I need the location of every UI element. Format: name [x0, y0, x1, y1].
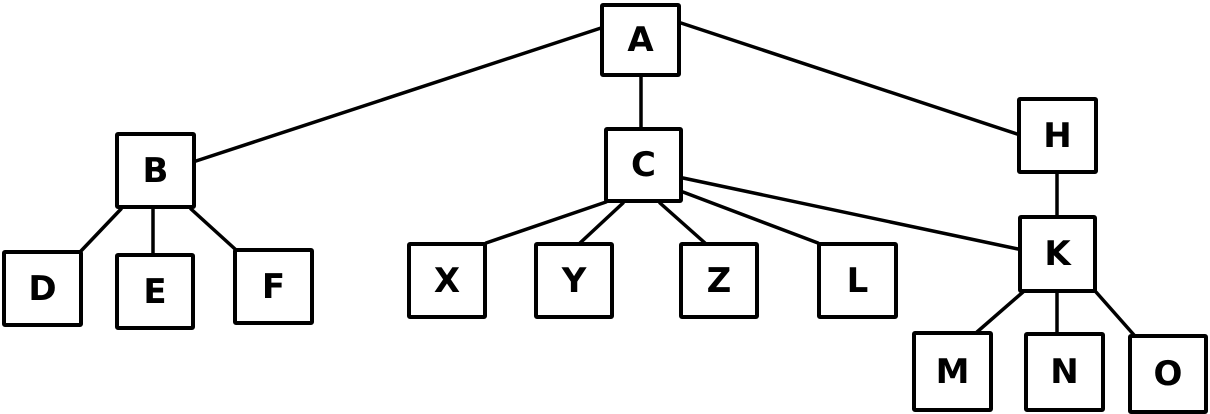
- node-C: C: [604, 127, 683, 203]
- node-label-H: H: [1043, 115, 1072, 156]
- edge-C-L: [681, 190, 820, 245]
- node-H: H: [1017, 97, 1098, 174]
- edge-B-F: [189, 207, 237, 251]
- node-label-C: C: [631, 145, 656, 185]
- edge-B-D: [79, 207, 123, 253]
- node-O: O: [1128, 334, 1208, 414]
- node-label-N: N: [1050, 352, 1079, 392]
- node-label-M: M: [935, 351, 970, 392]
- edge-K-M: [975, 290, 1025, 334]
- node-Y: Y: [534, 242, 614, 319]
- node-A: A: [600, 3, 681, 77]
- node-label-B: B: [142, 150, 169, 191]
- node-N: N: [1024, 332, 1105, 412]
- edge-C-K: [681, 176, 1020, 251]
- edge-C-X: [484, 200, 608, 245]
- edge-C-Z: [658, 201, 707, 245]
- edge-A-B: [194, 26, 603, 163]
- node-X: X: [407, 242, 487, 319]
- edge-C-Y: [578, 201, 625, 245]
- node-label-Y: Y: [561, 260, 587, 301]
- node-label-O: O: [1153, 354, 1183, 394]
- node-label-D: D: [28, 268, 57, 309]
- node-label-Z: Z: [706, 260, 732, 301]
- node-E: E: [115, 253, 195, 330]
- node-M: M: [912, 331, 993, 412]
- node-F: F: [233, 248, 314, 325]
- node-D: D: [2, 250, 83, 327]
- node-L: L: [817, 242, 898, 319]
- node-label-X: X: [433, 260, 461, 301]
- edge-K-O: [1094, 290, 1136, 337]
- node-label-E: E: [143, 271, 167, 312]
- node-Z: Z: [679, 242, 759, 319]
- node-B: B: [115, 132, 196, 209]
- edge-A-H: [679, 21, 1019, 136]
- node-label-L: L: [846, 260, 869, 301]
- node-K: K: [1018, 215, 1097, 293]
- node-label-K: K: [1044, 234, 1071, 274]
- node-label-A: A: [627, 20, 654, 60]
- node-label-F: F: [261, 266, 286, 307]
